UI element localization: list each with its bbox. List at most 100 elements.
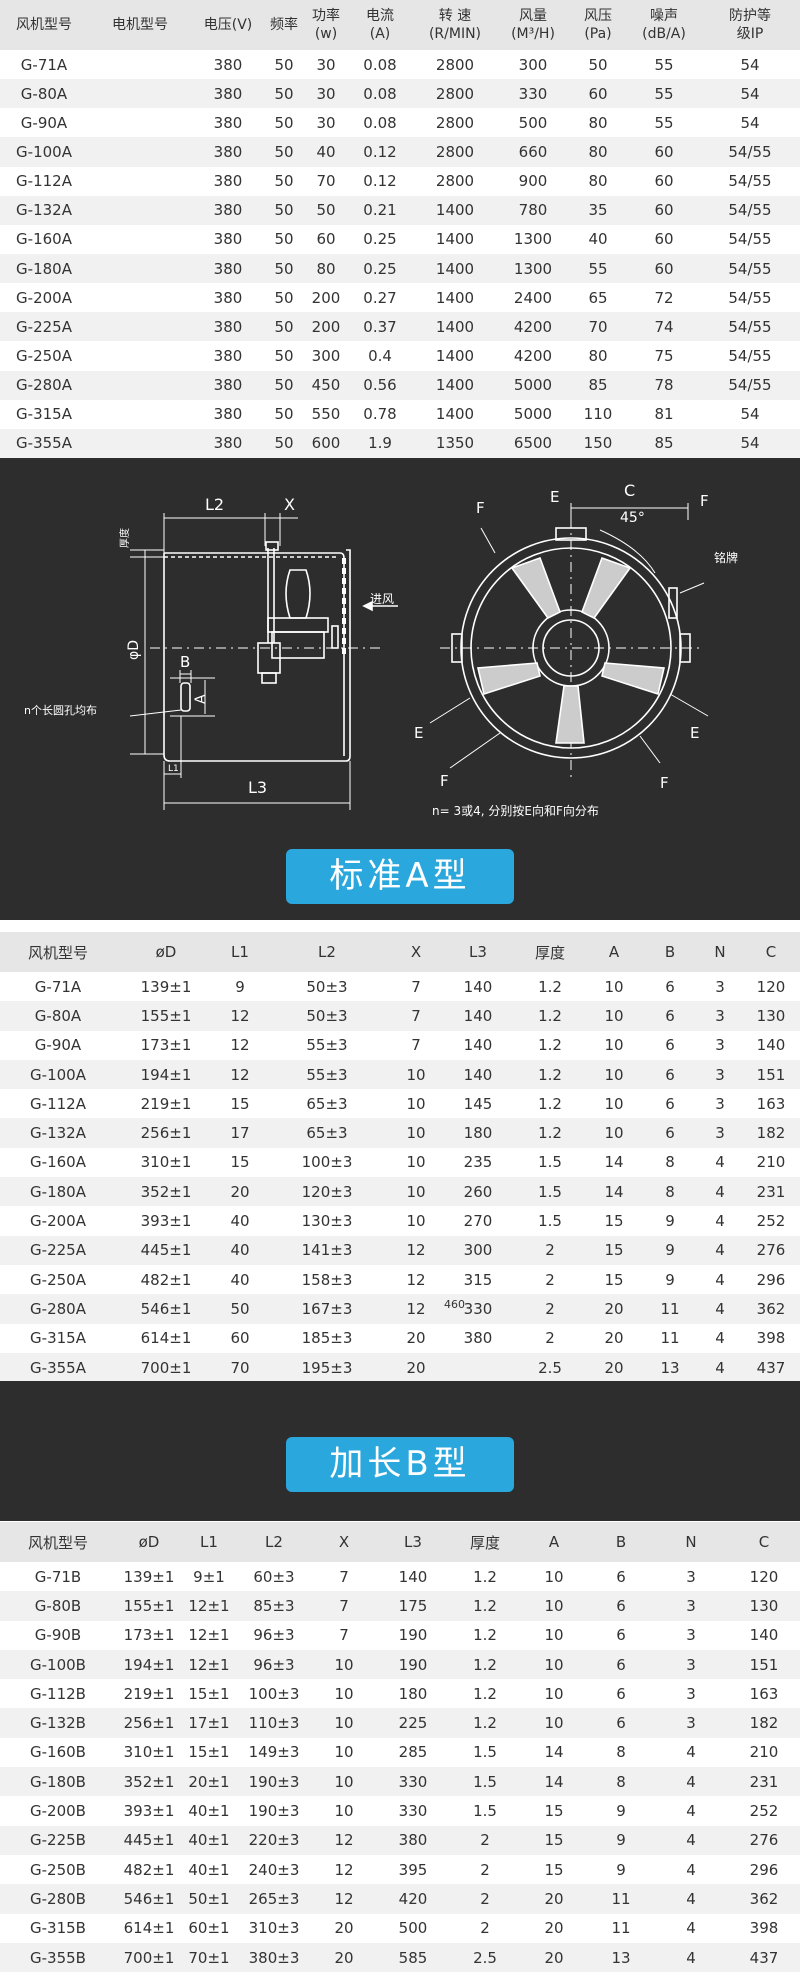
table-cell: 72 (654, 288, 674, 307)
table-cell: 4200 (513, 317, 553, 336)
front-view (429, 503, 709, 778)
table-cell: 150 (583, 434, 613, 453)
table-cell: 1.5 (473, 1772, 497, 1791)
table-cell: 231 (749, 1772, 779, 1791)
arrow-E-right (669, 693, 709, 717)
table-cell: 11 (660, 1329, 680, 1348)
table-cell: 256±1 (123, 1714, 175, 1733)
table-cell: 5000 (513, 405, 553, 424)
table-cell: 50 (274, 317, 294, 336)
table-cell: 9 (616, 1831, 626, 1850)
table-cell: 2400 (513, 288, 553, 307)
table-cell: 330 (398, 1802, 428, 1821)
table-cell: 50 (274, 172, 294, 191)
table-cell: 12±1 (188, 1626, 230, 1645)
table-cell (88, 50, 192, 79)
table-cell: 9±1 (193, 1567, 225, 1586)
table-cell: 55 (654, 113, 674, 132)
table-cell: 11 (611, 1919, 631, 1938)
table-cell: 30 (316, 84, 336, 103)
table-cell: 10 (334, 1684, 354, 1703)
table-cell: 40 (230, 1270, 250, 1289)
table-header-cell: N (714, 943, 726, 961)
table-cell: G-132B (30, 1714, 86, 1733)
table-cell: 380 (213, 376, 243, 395)
table-cell: 158±3 (301, 1270, 353, 1289)
table-cell: 55±3 (306, 1065, 348, 1084)
spec-header-row: 风机型号电机型号电压(V)频率功率(w)电流(A)转 速(R/MIN)风量(M³… (0, 0, 800, 50)
inlet-label: 进风 (370, 592, 394, 606)
table-cell: 1.2 (473, 1567, 497, 1586)
table-cell: 140 (756, 1036, 786, 1055)
table-cell: 12 (334, 1889, 354, 1908)
table-cell: 40 (230, 1241, 250, 1260)
L3-label: L3 (248, 778, 267, 797)
table-cell: 300 (463, 1241, 493, 1260)
table-cell (88, 79, 192, 108)
table-cell: 65 (588, 288, 608, 307)
spec-header-line1: 风量 (519, 8, 547, 24)
table-cell: 220±3 (248, 1831, 300, 1850)
table-cell: 10 (334, 1655, 354, 1674)
table-cell: 40±1 (188, 1831, 230, 1850)
angle-arc (599, 529, 656, 574)
table-cell: 140 (749, 1626, 779, 1645)
table-cell: 352±1 (123, 1772, 175, 1791)
table-cell: G-160A (16, 230, 72, 249)
table-cell: 190 (398, 1626, 428, 1645)
table-cell: 120 (756, 977, 786, 996)
spec-header-line1: 电机型号 (112, 17, 168, 33)
table-cell: G-90A (20, 113, 68, 132)
table-cell: 50 (274, 346, 294, 365)
table-cell: 54/55 (728, 230, 772, 249)
table-cell: 4 (715, 1212, 725, 1231)
top-mount (555, 527, 587, 541)
table-header-cell: L2 (318, 943, 336, 961)
table-cell: 54/55 (728, 172, 772, 191)
table-cell: 10 (544, 1567, 564, 1586)
table-cell: 10 (544, 1714, 564, 1733)
table-cell: 6 (665, 1124, 675, 1143)
table-cell: 55±3 (306, 1036, 348, 1055)
table-cell: 5000 (513, 376, 553, 395)
table-cell (88, 341, 192, 370)
table-cell: 60 (654, 230, 674, 249)
spec-header-cell: 风机型号 (0, 0, 88, 50)
table-cell: 13 (660, 1358, 680, 1377)
table-cell: 4 (686, 1831, 696, 1850)
table-cell: 120 (749, 1567, 779, 1586)
table-cell: 50 (274, 434, 294, 453)
table-cell: 4 (715, 1182, 725, 1201)
blade-4 (601, 662, 665, 696)
table-cell: 4 (686, 1772, 696, 1791)
fan-dimension-drawing: 厚度 L2 X 进风 φD B A n个长圆孔均布 L1 L3 E C 45° … (24, 481, 738, 818)
table-cell: 194±1 (123, 1655, 175, 1674)
spec-header-line2: (Pa) (584, 26, 612, 42)
table-cell: 1.5 (473, 1743, 497, 1762)
table-cell: 10 (604, 1065, 624, 1084)
table-cell: 40 (230, 1212, 250, 1231)
left-mount (451, 633, 463, 663)
table-cell: 300 (311, 346, 341, 365)
table-cell: 9 (235, 977, 245, 996)
table-cell: 190±3 (248, 1772, 300, 1791)
table-header-cell: X (410, 943, 422, 961)
table-cell: 482±1 (123, 1860, 175, 1879)
housing-outline (163, 549, 351, 762)
table-cell: 110±3 (248, 1714, 300, 1733)
table-cell: 1.2 (473, 1714, 497, 1733)
table-cell: 140 (463, 1065, 493, 1084)
table-cell: 7 (339, 1567, 349, 1586)
table-cell: 10 (544, 1596, 564, 1615)
table-cell: 315 (463, 1270, 493, 1289)
